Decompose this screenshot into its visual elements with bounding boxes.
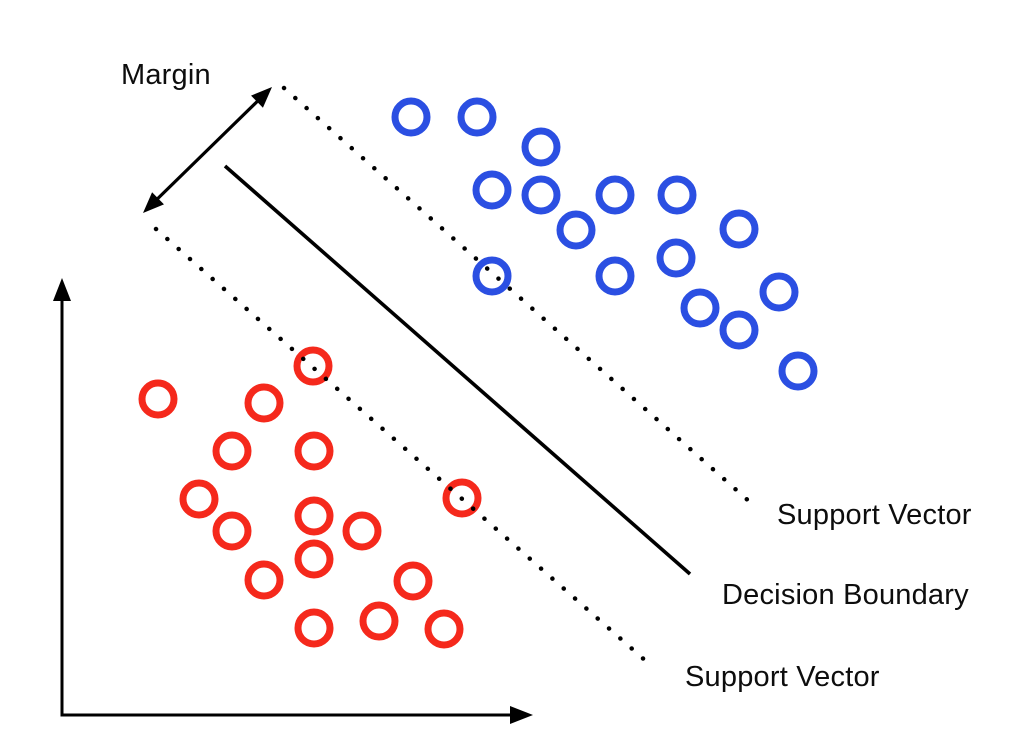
class-red-point xyxy=(342,511,382,551)
class-blue-point xyxy=(521,127,561,167)
class-red-point xyxy=(244,383,284,423)
class-blue-point xyxy=(391,97,431,137)
support-vector-line-upper xyxy=(281,85,754,506)
class-blue-point xyxy=(472,256,512,296)
class-blue-point xyxy=(719,310,759,350)
class-red-point xyxy=(359,601,399,641)
support-vector-upper-label: Support Vector xyxy=(777,499,972,531)
class-blue-point xyxy=(556,210,596,250)
class-red-point xyxy=(294,539,334,579)
class-red-point xyxy=(424,609,464,649)
class-red-point xyxy=(442,478,482,518)
class-blue-point xyxy=(778,351,818,391)
y-axis-arrowhead xyxy=(53,278,71,301)
class-red-point xyxy=(393,561,433,601)
class-red-point xyxy=(294,608,334,648)
class-blue-point xyxy=(680,288,720,328)
class-red-point xyxy=(212,431,252,471)
xy-axes-lines xyxy=(60,289,522,717)
class-blue-point xyxy=(595,175,635,215)
class-blue-point xyxy=(657,175,697,215)
decision-boundary-label: Decision Boundary xyxy=(722,579,969,611)
x-axis-arrowhead xyxy=(510,706,533,724)
class-blue-point xyxy=(759,272,799,312)
class-red-point xyxy=(244,560,284,600)
support-vector-line-lower xyxy=(153,226,650,665)
class-red-point xyxy=(138,379,178,419)
class-blue-point xyxy=(656,238,696,278)
decision-boundary-line xyxy=(223,164,692,576)
class-red-point xyxy=(212,511,252,551)
margin-double-arrow-head-bottom xyxy=(143,192,164,213)
class-red-point xyxy=(294,496,334,536)
class-blue-point xyxy=(472,170,512,210)
class-blue-point xyxy=(521,175,561,215)
class-red-point xyxy=(294,431,334,471)
margin-double-arrow-head-top xyxy=(251,87,272,108)
margin-label: Margin xyxy=(121,59,211,91)
class-red-point xyxy=(179,479,219,519)
class-blue-point xyxy=(719,209,759,249)
class-blue-point xyxy=(457,97,497,137)
margin-double-arrow-shaft xyxy=(149,93,266,207)
support-vector-lower-label: Support Vector xyxy=(685,661,880,693)
class-red-point xyxy=(293,346,333,386)
class-blue-point xyxy=(595,256,635,296)
